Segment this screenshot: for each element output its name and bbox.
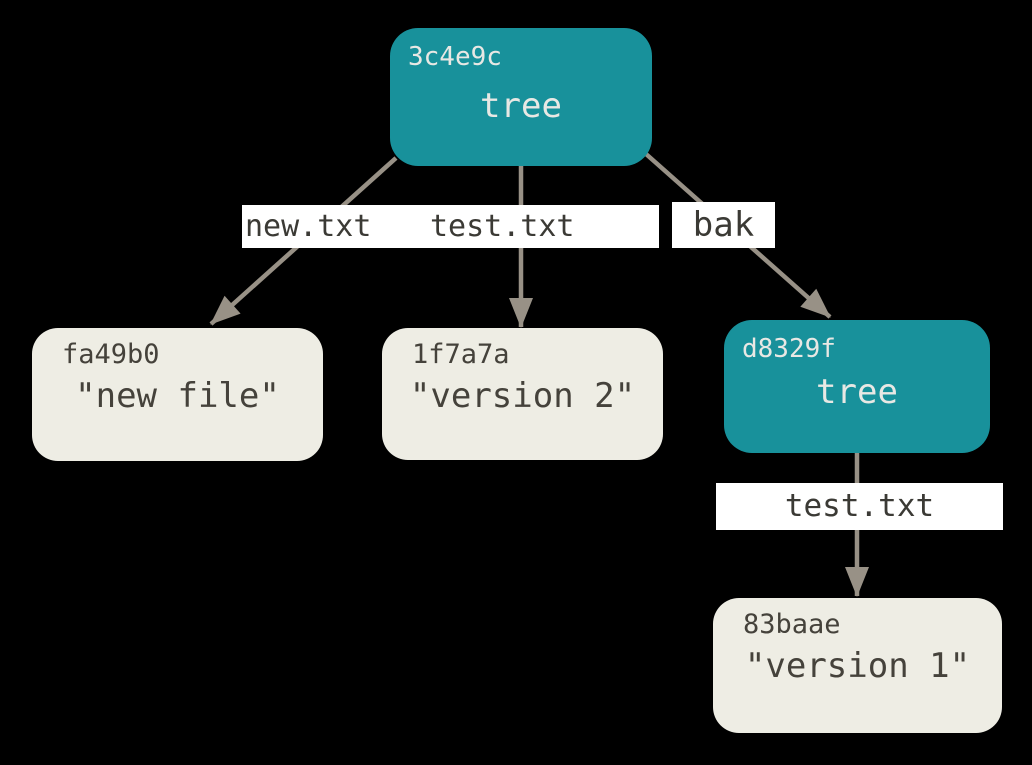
node-tree-d8329f: d8329f tree bbox=[724, 320, 990, 453]
node-label: tree bbox=[480, 86, 562, 126]
node-hash: d8329f bbox=[742, 334, 836, 364]
edge-label-sub-test-txt: test.txt bbox=[716, 483, 1003, 530]
node-label: "version 1" bbox=[744, 646, 971, 686]
node-hash: 1f7a7a bbox=[412, 339, 510, 370]
node-hash: fa49b0 bbox=[62, 339, 160, 370]
node-blob-83baae: 83baae "version 1" bbox=[713, 598, 1002, 733]
node-tree-3c4e9c: 3c4e9c tree bbox=[390, 28, 652, 166]
node-hash: 83baae bbox=[743, 609, 841, 640]
edge-label-bak: bak bbox=[672, 202, 775, 248]
node-label: "new file" bbox=[75, 376, 280, 416]
node-label: tree bbox=[816, 372, 898, 412]
node-label: "version 2" bbox=[409, 376, 636, 416]
node-hash: 3c4e9c bbox=[408, 42, 502, 72]
node-blob-fa49b0: fa49b0 "new file" bbox=[32, 328, 323, 461]
edge-label-new-txt: new.txt bbox=[242, 205, 400, 248]
node-blob-1f7a7a: 1f7a7a "version 2" bbox=[382, 328, 663, 460]
edge-label-test-txt: test.txt bbox=[400, 205, 659, 248]
